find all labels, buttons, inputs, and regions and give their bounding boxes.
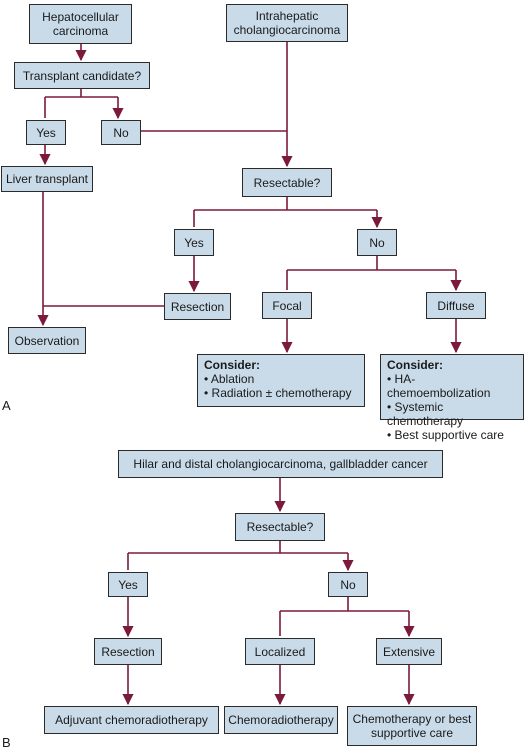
liver-transplant-label: Liver transplant <box>5 172 89 186</box>
localized-label: Localized <box>254 644 306 659</box>
yes-box-b: Yes <box>108 572 148 597</box>
diffuse-label: Diffuse <box>437 298 475 313</box>
res-no-box: No <box>357 229 397 256</box>
panel-label-a: A <box>2 398 11 413</box>
split-no-to-localized-extensive <box>279 597 409 636</box>
split-transplant-to-yes-no <box>44 89 118 118</box>
title-label-b: Hilar and distal cholangiocarcinoma, gal… <box>133 457 428 471</box>
resection-label: Resection <box>170 299 225 314</box>
chemo-best-label: Chemotherapy or best supportive care <box>352 712 472 740</box>
icc-label: Intrahepatic cholangiocarcinoma <box>233 9 341 37</box>
consider-focal-item: • Radiation ± chemotherapy <box>204 386 352 400</box>
extensive-box: Extensive <box>376 638 442 665</box>
adjuvant-label: Adjuvant chemoradiotherapy <box>55 713 208 727</box>
yes-label: Yes <box>36 125 56 140</box>
no-label-b: No <box>340 577 356 592</box>
icc-box: Intrahepatic cholangiocarcinoma <box>226 4 348 42</box>
resectable-label: Resectable? <box>253 175 321 190</box>
yes-box: Yes <box>26 120 66 145</box>
res-no-label: No <box>369 235 385 250</box>
chemoradiotherapy-label: Chemoradiotherapy <box>228 713 334 727</box>
split-resectable-to-yes-no <box>193 197 377 227</box>
resection-box-b: Resection <box>94 638 162 665</box>
resection-label-b: Resection <box>101 644 155 659</box>
focal-label: Focal <box>272 298 302 313</box>
localized-box: Localized <box>245 638 315 665</box>
consider-diffuse-box: Consider: • HA-chemoembolization • Syste… <box>380 354 524 442</box>
transplant-candidate-label: Transplant candidate? <box>22 68 142 83</box>
chemo-best-box: Chemotherapy or best supportive care <box>347 706 477 746</box>
consider-diffuse-item: • Systemic chemotherapy <box>387 400 464 428</box>
hcc-label: Hepatocellular carcinoma <box>42 10 119 38</box>
split-resectable-to-yes-no-b <box>127 541 348 570</box>
panel-label-b: B <box>2 735 11 750</box>
resectable-label-b: Resectable? <box>246 520 314 534</box>
no-box-b: No <box>328 572 368 597</box>
resection-box: Resection <box>164 293 231 320</box>
diffuse-box: Diffuse <box>426 292 486 319</box>
transplant-candidate-box: Transplant candidate? <box>14 62 150 89</box>
observation-box: Observation <box>8 327 86 354</box>
resectable-box: Resectable? <box>242 168 332 197</box>
res-yes-label: Yes <box>184 235 204 250</box>
consider-diffuse-item: • HA-chemoembolization <box>387 372 491 400</box>
hcc-box: Hepatocellular carcinoma <box>29 4 132 44</box>
split-no-to-focal-diffuse <box>286 256 456 290</box>
adjuvant-box: Adjuvant chemoradiotherapy <box>44 706 219 734</box>
liver-transplant-box: Liver transplant <box>1 166 93 192</box>
consider-diffuse-item: • Best supportive care <box>387 428 504 442</box>
focal-box: Focal <box>262 292 312 319</box>
resectable-box-b: Resectable? <box>235 513 325 541</box>
title-box-b: Hilar and distal cholangiocarcinoma, gal… <box>118 450 443 478</box>
consider-focal-title: Consider: <box>204 358 261 372</box>
observation-label: Observation <box>14 333 80 348</box>
no-box: No <box>101 120 141 145</box>
no-label: No <box>113 125 129 140</box>
yes-label-b: Yes <box>118 577 138 592</box>
consider-focal-item: • Ablation <box>204 372 255 386</box>
consider-diffuse-title: Consider: <box>387 358 444 372</box>
res-yes-box: Yes <box>174 229 214 256</box>
chemoradiotherapy-box: Chemoradiotherapy <box>224 706 338 734</box>
consider-focal-box: Consider: • Ablation • Radiation ± chemo… <box>197 354 365 407</box>
extensive-label: Extensive <box>382 644 436 659</box>
